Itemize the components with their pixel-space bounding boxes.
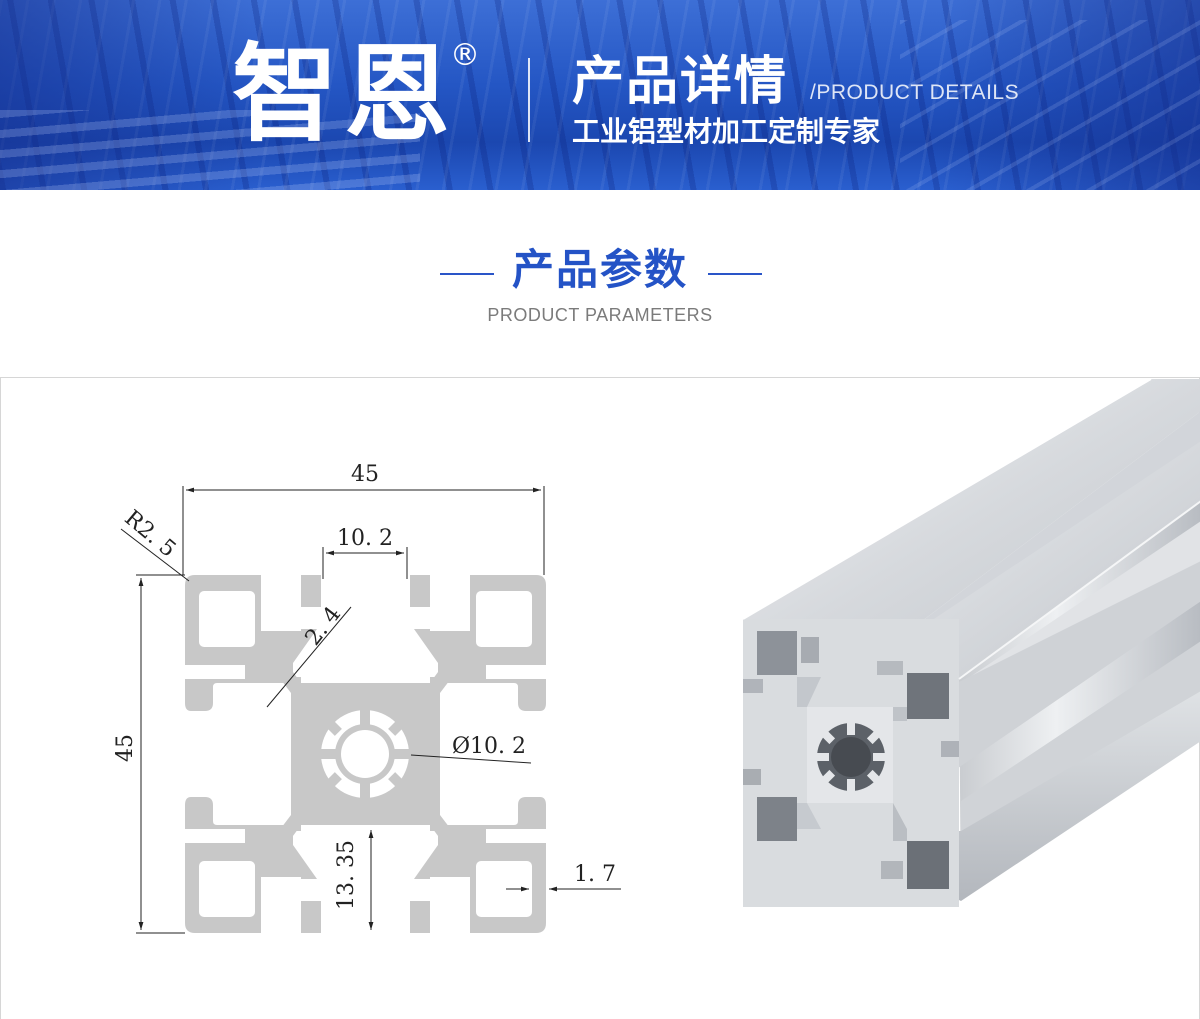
dim-slot-label: 10. 2 [337,526,393,551]
section-line-left [440,273,494,275]
dim-offset-label: 13. 35 [334,840,359,910]
dimension-lines [120,486,621,934]
banner-shade-right [940,0,1200,190]
dim-radius-label: R2. 5 [120,506,181,563]
section-title: 产品参数 [511,245,688,294]
dim-thickness-label: 1. 7 [574,862,616,887]
slogan: 工业铝型材加工定制专家 [572,115,881,148]
aluminum-profile-render [742,378,1200,907]
product-panel: 45 10. 2 R2. 5 45 2. 4 Ø10. 2 13. 35 1. … [0,377,1200,1019]
dim-wall-label: 2. 4 [301,602,347,650]
product-illustration: 45 10. 2 R2. 5 45 2. 4 Ø10. 2 13. 35 1. … [113,378,1200,934]
page-title: 产品详情 [572,52,789,112]
dim-bore-label: Ø10. 2 [452,734,526,759]
banner-shade-left [0,0,260,190]
brand-logo-text: 智恩 [232,33,456,156]
dim-height-label: 45 [113,734,138,762]
section-subtitle: PRODUCT PARAMETERS [487,305,713,325]
page-title-en: /PRODUCT DETAILS [810,81,1020,104]
header-banner: 智恩 ® 产品详情 /PRODUCT DETAILS 工业铝型材加工定制专家 [0,0,1200,190]
profile-cross-section [185,575,546,933]
banner-pipes-texture-right [900,20,1200,190]
section-line-right [708,273,762,275]
registered-mark: ® [450,38,480,73]
dim-width-label: 45 [351,462,379,487]
header-divider [528,58,530,142]
banner-pipes-texture [0,110,420,190]
